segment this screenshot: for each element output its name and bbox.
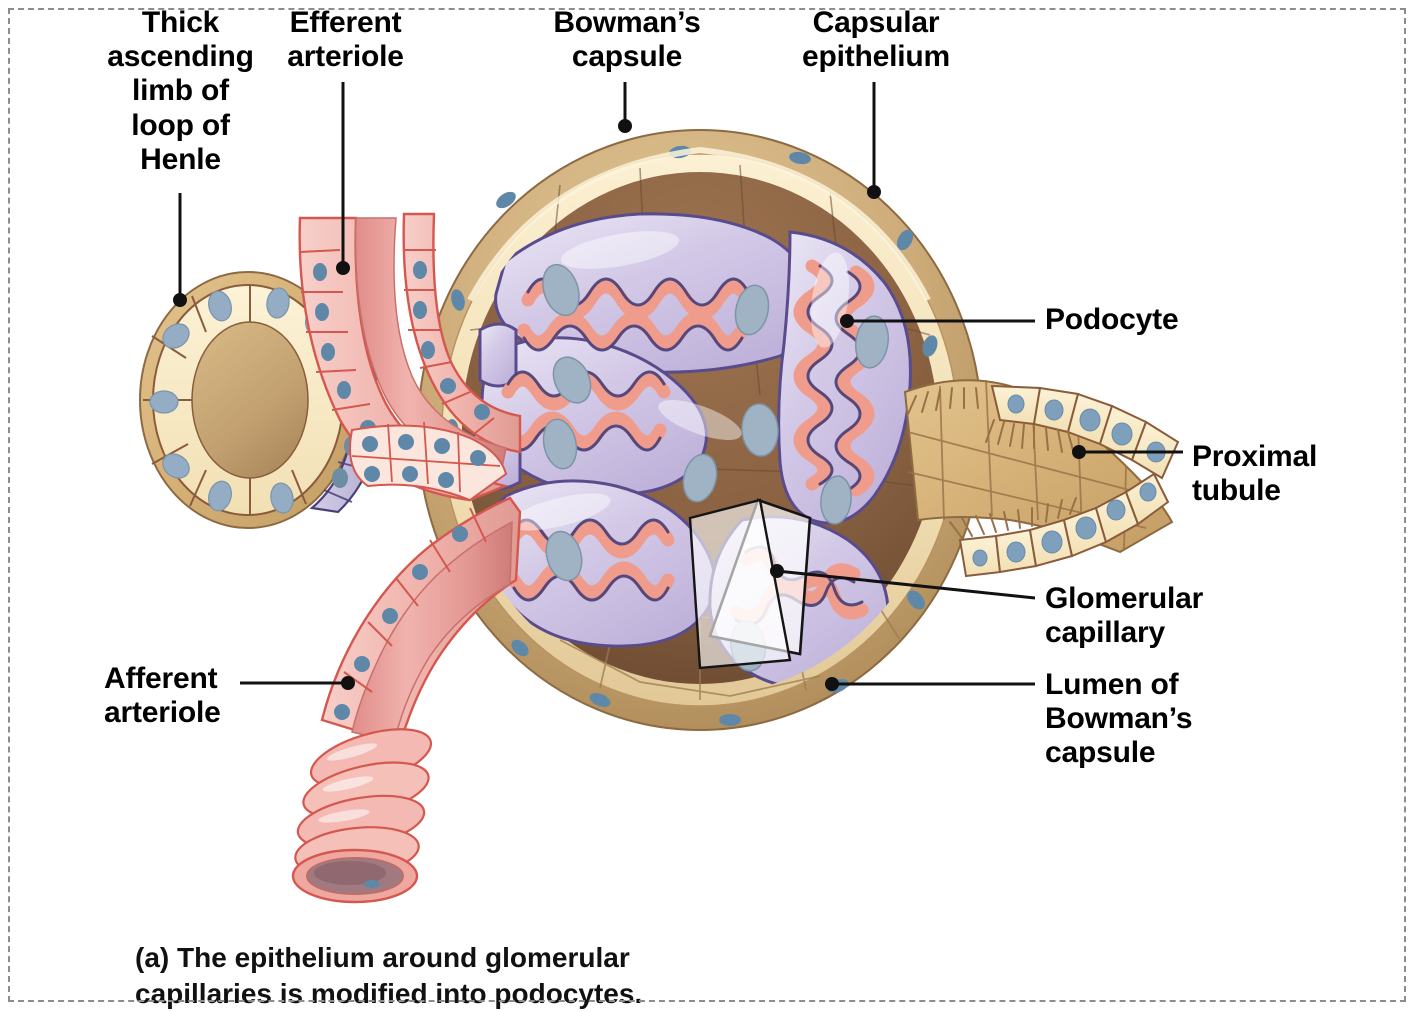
leader-lines [173, 82, 1183, 691]
arteriole-smooth-muscle-rings [294, 728, 433, 878]
label-afferent-arteriole: Afferent arteriole [104, 662, 221, 730]
label-podocyte: Podocyte [1045, 303, 1179, 336]
label-efferent-arteriole: Efferent arteriole [287, 6, 404, 74]
label-thick-ascending-limb: Thick ascending limb of loop of Henle [107, 6, 254, 176]
proximal-tubule-shape [903, 379, 1180, 578]
juxtaglomerular-cells [349, 421, 508, 502]
afferent-arteriole-shape [291, 496, 522, 904]
glomerular-tuft [472, 212, 912, 690]
label-glomerular-capillary: Glomerular capillary [1045, 582, 1204, 650]
figure-caption-tag: (a) [135, 942, 170, 973]
proximal-tubule-lower-cells [949, 472, 1170, 578]
figure-caption: (a) The epithelium around glomerular cap… [135, 940, 755, 1012]
efferent-arteriole-shape [298, 212, 522, 502]
figure-caption-text: The epithelium around glomerular capilla… [135, 942, 643, 1009]
proximal-tubule-upper-cells [985, 384, 1180, 480]
magnifier-plane-overlay [688, 498, 812, 670]
label-capsular-epithelium: Capsular epithelium [801, 6, 950, 74]
label-proximal-tubule: Proximal tubule [1192, 440, 1318, 508]
label-lumen-bowmans-capsule: Lumen of Bowman’s capsule [1045, 668, 1193, 770]
label-bowmans-capsule: Bowman’s capsule [553, 6, 701, 74]
